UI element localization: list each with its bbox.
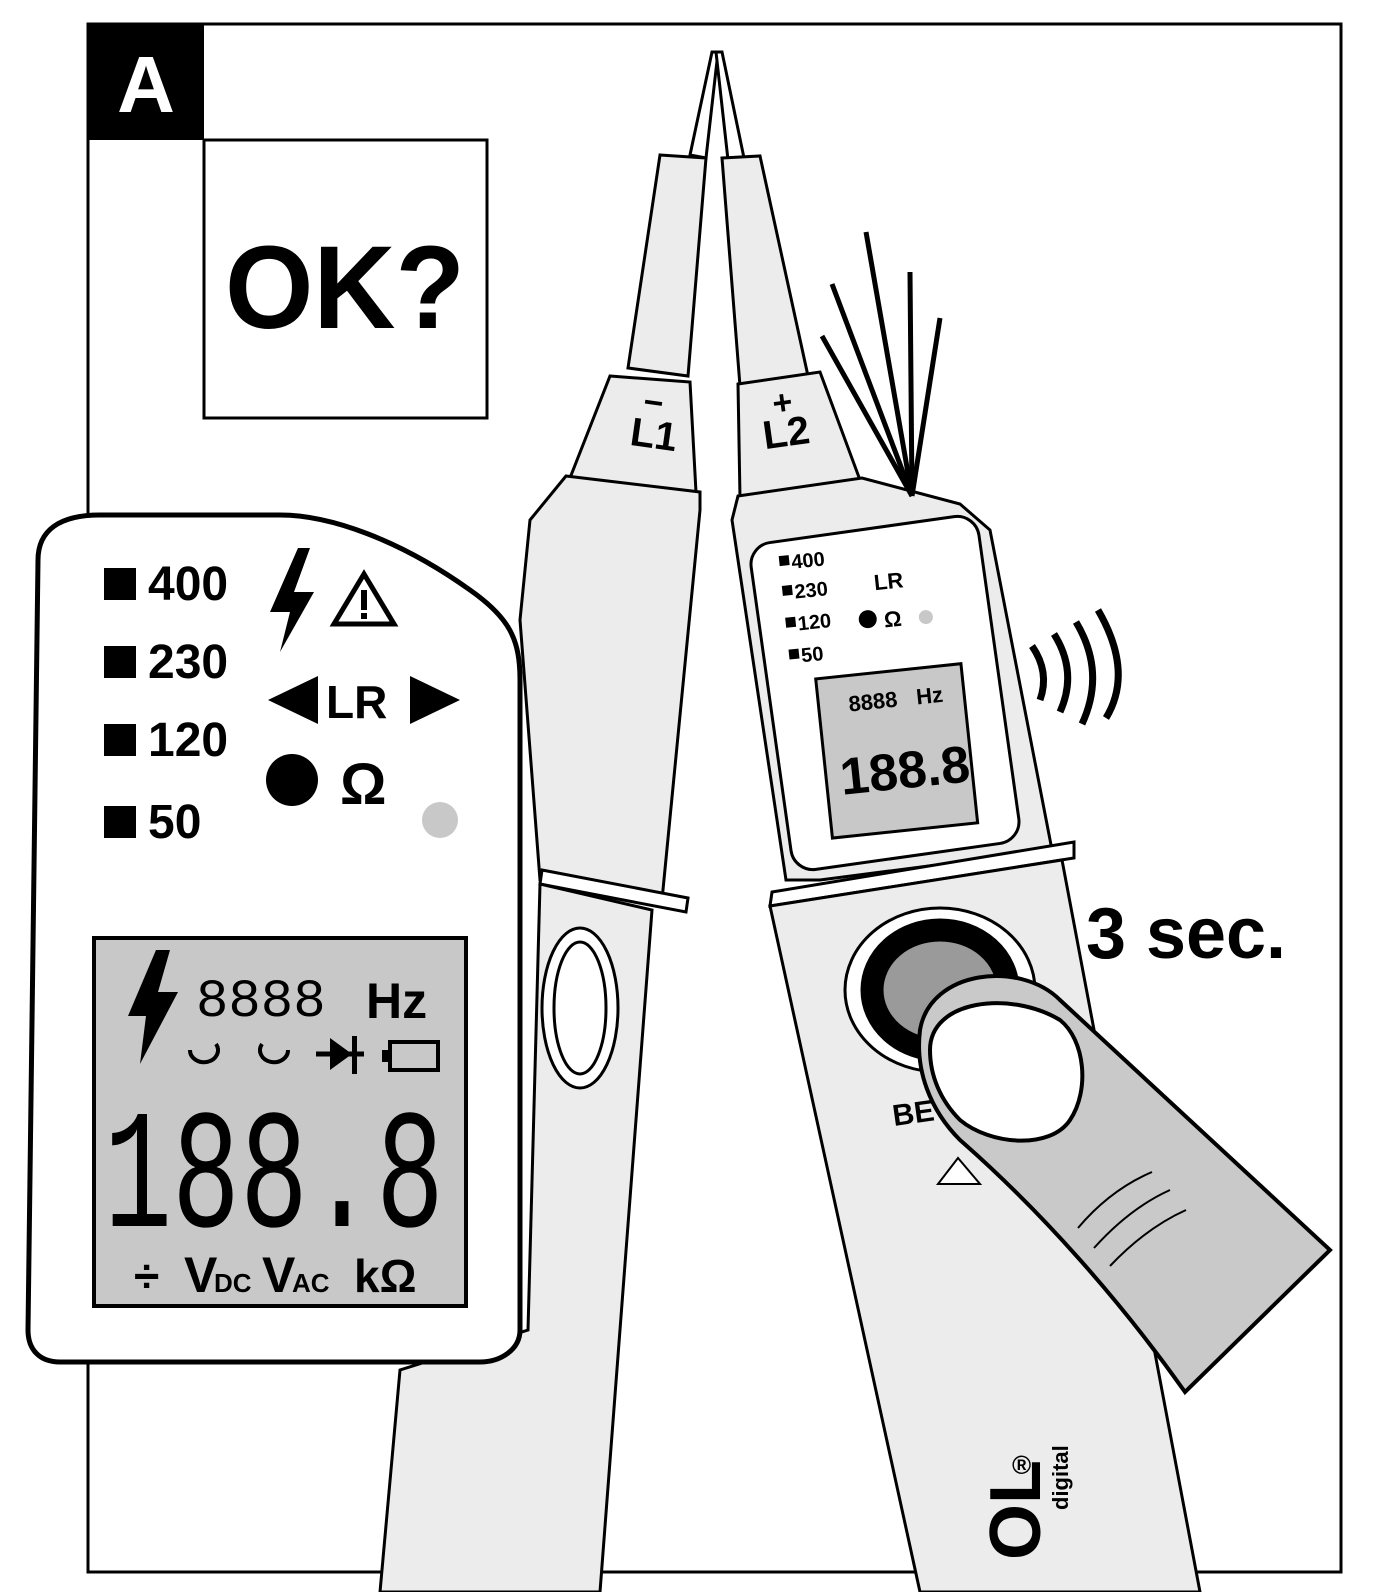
lcd-unit-v-ac: V bbox=[262, 1247, 296, 1303]
sound-waves-icon bbox=[1029, 608, 1122, 726]
lcd-hz: Hz bbox=[366, 973, 427, 1029]
mini-lcd-big-digits: 188.8 bbox=[837, 735, 972, 806]
instruction-text: 3 sec. bbox=[1086, 894, 1286, 974]
question-box bbox=[202, 138, 489, 420]
finger bbox=[917, 974, 1333, 1396]
warning-mark bbox=[361, 590, 367, 610]
rotation-left-arrow-icon bbox=[268, 676, 318, 724]
mini-lcd-hz: Hz bbox=[915, 682, 944, 710]
led-120-label: 120 bbox=[148, 714, 228, 767]
probe-l2-label: L2 + bbox=[760, 383, 812, 458]
probe-l1-label-text: L1 bbox=[628, 410, 680, 460]
mini-led-120: 120 bbox=[797, 610, 832, 635]
lcd-small-digits: 8888 bbox=[196, 972, 326, 1033]
continuity-dot-icon bbox=[266, 754, 318, 806]
warning-dot bbox=[361, 613, 367, 619]
led-230-label: 230 bbox=[148, 636, 228, 689]
lcd-unit-kohm: kΩ bbox=[354, 1250, 416, 1302]
ohm-symbol: Ω bbox=[340, 752, 387, 817]
lcd-diode-icon bbox=[316, 1036, 364, 1074]
probe-l1 bbox=[378, 50, 720, 1592]
brand-fragment: BE bbox=[890, 1094, 936, 1132]
led-120-box bbox=[104, 724, 136, 756]
lcd-lightning-icon bbox=[128, 950, 178, 1064]
mini-lcd bbox=[814, 662, 980, 840]
lightning-icon bbox=[270, 548, 314, 652]
lcd-rotation-left-icon bbox=[187, 1042, 220, 1065]
led-400-box bbox=[104, 568, 136, 600]
rotation-right-arrow-icon bbox=[410, 676, 460, 724]
lcd-unit-divide: ÷ bbox=[134, 1250, 159, 1302]
status-led-grey bbox=[422, 802, 458, 838]
panel-letter-box bbox=[88, 24, 204, 140]
led-230-box bbox=[104, 646, 136, 678]
lcd-unit-ac: AC bbox=[292, 1268, 330, 1298]
panel-letter: A bbox=[117, 40, 175, 129]
mini-panel: 400 230 120 50 LR Ω 8888 Hz 188.8 bbox=[778, 548, 980, 840]
rotation-label: LR bbox=[326, 676, 387, 728]
mini-led-grey bbox=[918, 610, 933, 625]
mini-ohm-label: Ω bbox=[883, 606, 903, 633]
vibration-lines bbox=[819, 231, 943, 498]
mini-led-230: 230 bbox=[793, 578, 828, 603]
mini-led-box bbox=[788, 648, 800, 660]
lcd-unit-dc: DC bbox=[214, 1268, 252, 1298]
led-50-box bbox=[104, 806, 136, 838]
mini-led-box bbox=[778, 555, 790, 567]
lcd-rotation-right-icon bbox=[258, 1042, 291, 1065]
mini-led-50: 50 bbox=[800, 643, 824, 667]
mini-led-400: 400 bbox=[790, 548, 825, 573]
lcd-big-digits: 188.8 bbox=[104, 1085, 444, 1278]
zoomed-display: 400 230 120 50 LR Ω 8888 Hz bbox=[25, 512, 523, 1365]
brand-logo-fragment: OL bbox=[976, 1460, 1056, 1560]
question-text: OK? bbox=[225, 222, 465, 354]
mini-led-box bbox=[781, 584, 793, 596]
led-50-label: 50 bbox=[148, 796, 201, 849]
mini-continuity-dot bbox=[858, 610, 877, 629]
mini-rotation-label: LR bbox=[873, 567, 905, 595]
probe-l2-label-text: L2 bbox=[760, 408, 812, 458]
probe-l1-label: L1 − bbox=[628, 383, 680, 460]
led-400-label: 400 bbox=[148, 558, 228, 611]
brand-sub: digital bbox=[1048, 1445, 1073, 1510]
brand-reg: ® bbox=[1012, 1450, 1031, 1480]
lcd-unit-v-dc: V bbox=[184, 1247, 218, 1303]
mini-led-box bbox=[785, 616, 797, 628]
approval-mark-icon bbox=[935, 1156, 983, 1185]
mini-lcd-small-digits: 8888 bbox=[847, 687, 898, 717]
lcd-battery-icon bbox=[382, 1040, 440, 1072]
